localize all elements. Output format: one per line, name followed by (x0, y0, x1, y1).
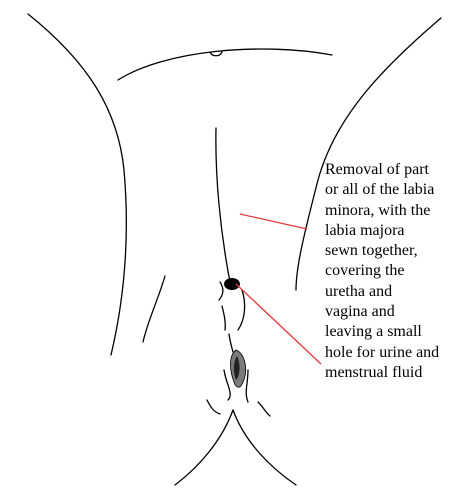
leader-line-to-seam (240, 214, 307, 229)
annotation-line: Removal of part (325, 160, 463, 180)
annotation-line: sewn together, (325, 241, 463, 261)
left-buttock-curve (175, 410, 233, 485)
lower-left-fold (224, 370, 230, 400)
fused-seam-line (216, 128, 230, 282)
left-inner-contour (143, 276, 165, 342)
lower-left-short-mark (207, 400, 220, 414)
lower-right-short-mark (258, 402, 270, 416)
annotation-line: or all of the labia (325, 180, 463, 200)
annotation-line: covering the (325, 261, 463, 281)
annotation-line: leaving a small (325, 322, 463, 342)
leader-line-to-opening (236, 284, 321, 364)
small-opening-marker (224, 278, 240, 290)
annotation-line: hole for urine and (325, 343, 463, 363)
annotation-line: minora, with the (325, 201, 463, 221)
navel-mark (210, 52, 222, 56)
left-tick-marks (219, 282, 225, 330)
central-connector (229, 334, 233, 352)
annotation-line: uretha and (325, 282, 463, 302)
right-fold-contour (238, 290, 245, 330)
annotation-line: menstrual fluid (325, 363, 463, 383)
abdomen-curve (118, 49, 332, 80)
annotation-line: vagina and (325, 302, 463, 322)
lower-right-fold (246, 370, 248, 402)
left-thigh-outline (28, 14, 126, 355)
annotation-line: labia majora (325, 221, 463, 241)
right-buttock-curve (233, 410, 296, 485)
